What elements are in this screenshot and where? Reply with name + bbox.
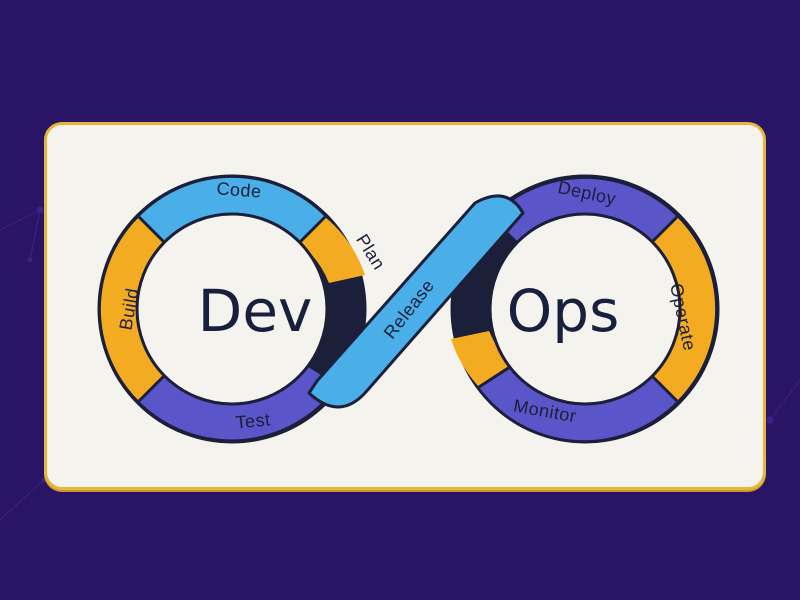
segment-release-tail — [451, 331, 513, 387]
stage-label-code: Code — [216, 178, 262, 201]
left-loop-hole — [135, 212, 329, 406]
segment-plan — [299, 217, 365, 283]
segment-release — [307, 194, 525, 409]
stage-label-test: Test — [235, 409, 272, 433]
diagram-card: Dev Ops Code Plan Build Test Release Dep… — [44, 122, 766, 490]
right-loop-hole — [488, 212, 682, 406]
dev-label: Dev — [198, 277, 313, 345]
segment-separators — [137, 215, 679, 403]
ops-label: Ops — [507, 277, 620, 345]
devops-infinity-diagram: Dev Ops Code Plan Build Test Release Dep… — [97, 174, 720, 444]
